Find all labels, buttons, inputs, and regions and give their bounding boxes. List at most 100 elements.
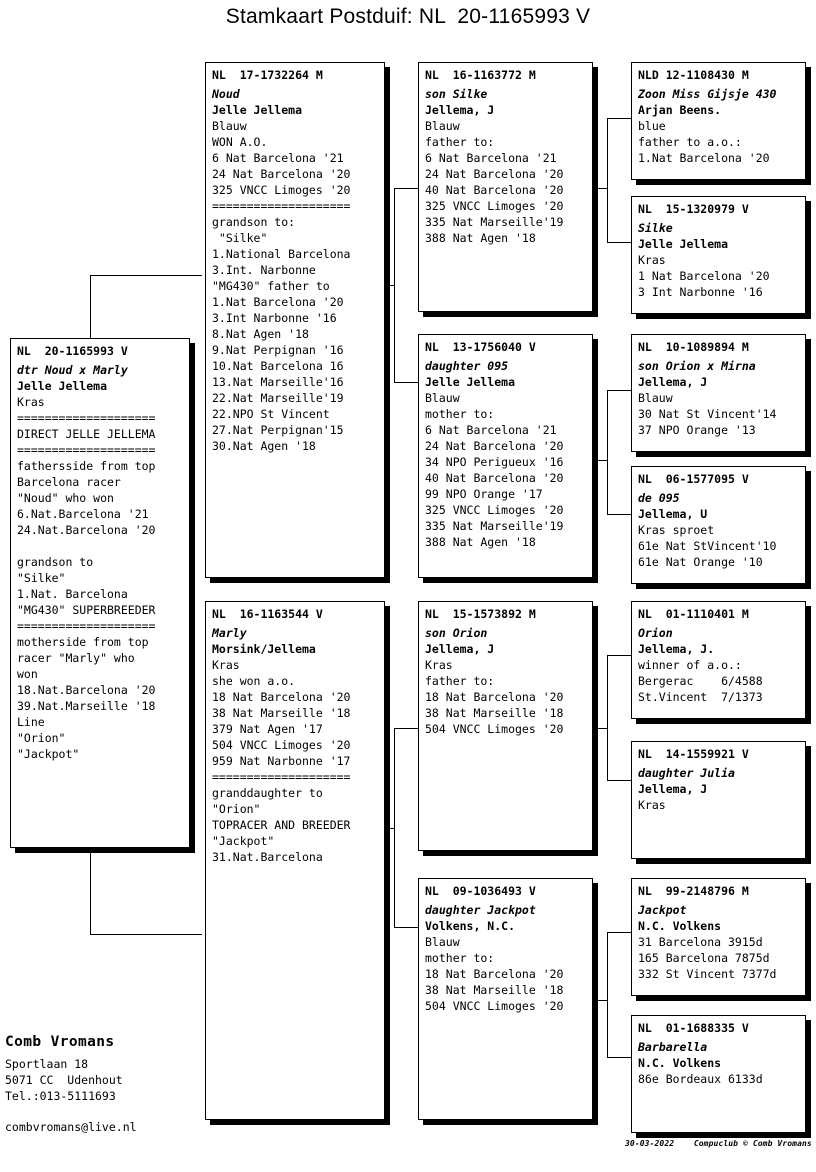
pigeon-details: 31 Barcelona 3915d 165 Barcelona 7875d 3… — [638, 935, 777, 981]
pigeon-details: Blauw mother to: 6 Nat Barcelona '21 24 … — [425, 391, 564, 549]
pigeon-nickname: daughter Julia — [638, 766, 735, 780]
ring-number: NL 14-1559921 V — [638, 747, 749, 761]
pigeon-owner: Jelle Jellema — [425, 375, 516, 389]
pigeon-owner: Jellema, J — [425, 103, 495, 117]
pigeon-details: Kras father to: 18 Nat Barcelona '20 38 … — [425, 658, 564, 736]
address-block: Comb Vromans Sportlaan 18 5071 CC Udenho… — [5, 1032, 245, 1135]
connector-g3d-vertical — [607, 932, 609, 1058]
connector-g3d-to-g4h — [607, 1057, 631, 1059]
pigeon-nickname: daughter 095 — [425, 359, 509, 373]
pedigree-box-gen4-5[interactable]: NL 01-1110401 M Orion Jellema, J. winner… — [631, 601, 806, 719]
pedigree-box-gen3-3[interactable]: NL 15-1573892 M son Orion Jellema, J Kra… — [418, 601, 593, 851]
connector-g3c-vertical — [607, 655, 609, 781]
connector-marly-stub — [378, 828, 395, 830]
connector-g3c-stub — [590, 728, 608, 730]
ring-number: NL 10-1089894 M — [638, 340, 749, 354]
pedigree-box-gen4-8[interactable]: NL 01-1688335 V Barbarella N.C. Volkens … — [631, 1015, 806, 1133]
address-city: 5071 CC Udenhout — [5, 1073, 123, 1087]
connector-noud-to-g3a — [394, 188, 418, 190]
copyright-footer: 30-03-2022 Compuclub © Comb Vromans — [625, 1139, 812, 1148]
connector-g3b-stub — [590, 460, 608, 462]
connector-marly-to-g3d — [394, 927, 418, 929]
pigeon-nickname: daughter Jackpot — [425, 903, 536, 917]
pigeon-owner: Jellema, U — [638, 507, 708, 521]
connector-g3b-to-g4d — [607, 514, 631, 516]
ring-number: NL 06-1577095 V — [638, 472, 749, 486]
pigeon-details: Kras — [638, 798, 666, 812]
pigeon-details: Blauw father to: 6 Nat Barcelona '21 24 … — [425, 119, 564, 245]
pigeon-nickname: son Orion — [425, 626, 488, 640]
pedigree-box-gen3-4[interactable]: NL 09-1036493 V daughter Jackpot Volkens… — [418, 878, 593, 1120]
ring-number: NL 99-2148796 M — [638, 884, 749, 898]
ring-number: NL 01-1110401 M — [638, 607, 749, 621]
ring-number: NL 20-1165993 V — [17, 344, 128, 358]
address-email[interactable]: combvromans@live.nl — [5, 1120, 137, 1134]
pedigree-box-gen2-mother[interactable]: NL 16-1163544 V Marly Morsink/Jellema Kr… — [205, 601, 385, 1120]
pedigree-box-gen4-2[interactable]: NL 15-1320979 V Silke Jelle Jellema Kras… — [631, 196, 806, 314]
connector-g3a-to-g4a — [607, 118, 631, 120]
pigeon-nickname: Barbarella — [638, 1040, 708, 1054]
connector-g3a-vertical — [607, 118, 609, 243]
pigeon-nickname: Noud — [212, 87, 240, 101]
ring-number: NLD 12-1108430 M — [638, 68, 749, 82]
pigeon-owner: N.C. Volkens — [638, 1056, 722, 1070]
pedigree-box-gen3-2[interactable]: NL 13-1756040 V daughter 095 Jelle Jelle… — [418, 334, 593, 578]
pigeon-owner: Jelle Jellema — [638, 237, 729, 251]
connector-subject-gen2-bottom — [90, 934, 202, 936]
pigeon-nickname: Orion — [638, 626, 673, 640]
pedigree-box-gen3-1[interactable]: NL 16-1163772 M son Silke Jellema, J Bla… — [418, 62, 593, 312]
pedigree-box-gen4-1[interactable]: NLD 12-1108430 M Zoon Miss Gijsje 430 Ar… — [631, 62, 806, 180]
connector-marly-to-g3c — [394, 728, 418, 730]
ring-number: NL 16-1163544 V — [212, 607, 323, 621]
connector-g3c-to-g4e — [607, 655, 631, 657]
pigeon-details: Blauw WON A.O. 6 Nat Barcelona '21 24 Na… — [212, 119, 351, 453]
pedigree-box-gen4-4[interactable]: NL 06-1577095 V de 095 Jellema, U Kras s… — [631, 466, 806, 584]
pedigree-box-subject[interactable]: NL 20-1165993 V dtr Noud x Marly Jelle J… — [10, 338, 190, 848]
pigeon-details: blue father to a.o.: 1.Nat Barcelona '20 — [638, 119, 770, 165]
pigeon-details: Blauw mother to: 18 Nat Barcelona '20 38… — [425, 935, 564, 1013]
ring-number: NL 17-1732264 M — [212, 68, 323, 82]
pigeon-nickname: son Orion x Mirna — [638, 359, 756, 373]
pigeon-details: winner of a.o.: Bergerac 6/4588 St.Vince… — [638, 658, 763, 704]
pedigree-box-gen4-6[interactable]: NL 14-1559921 V daughter Julia Jellema, … — [631, 741, 806, 859]
pigeon-nickname: Silke — [638, 221, 673, 235]
connector-noud-stub — [378, 285, 395, 287]
pigeon-owner: Jellema, J — [638, 375, 708, 389]
pigeon-nickname: dtr Noud x Marly — [17, 363, 128, 377]
ring-number: NL 15-1573892 M — [425, 607, 536, 621]
connector-g3b-to-g4c — [607, 390, 631, 392]
pedigree-box-gen4-7[interactable]: NL 99-2148796 M Jackpot N.C. Volkens 31 … — [631, 878, 806, 996]
pigeon-nickname: de 095 — [638, 491, 680, 505]
ring-number: NL 16-1163772 M — [425, 68, 536, 82]
pigeon-details: Kras she won a.o. 18 Nat Barcelona '20 3… — [212, 658, 351, 864]
pigeon-owner: Jellema, J — [638, 782, 708, 796]
page-title: Stamkaart Postduif: NL 20-1165993 V — [225, 5, 591, 28]
connector-g3d-to-g4g — [607, 932, 631, 934]
pigeon-nickname: Jackpot — [638, 903, 687, 917]
pigeon-owner: Volkens, N.C. — [425, 919, 516, 933]
connector-subject-gen2-top — [90, 275, 202, 277]
pigeon-nickname: son Silke — [425, 87, 488, 101]
connector-g3b-vertical — [607, 390, 609, 515]
address-phone: Tel.:013-5111693 — [5, 1089, 116, 1103]
pigeon-owner: Arjan Beens. — [638, 103, 722, 117]
ring-number: NL 09-1036493 V — [425, 884, 536, 898]
pigeon-nickname: Zoon Miss Gijsje 430 — [638, 87, 777, 101]
connector-g3a-to-g4b — [607, 242, 631, 244]
ring-number: NL 13-1756040 V — [425, 340, 536, 354]
pigeon-nickname: Marly — [212, 626, 247, 640]
connector-g3c-to-g4f — [607, 780, 631, 782]
connector-g3d-stub — [590, 1000, 608, 1002]
pigeon-details: Kras 1 Nat Barcelona '20 3 Int Narbonne … — [638, 253, 770, 299]
pigeon-owner: Jelle Jellema — [212, 103, 303, 117]
pigeon-details: 86e Bordeaux 6133d — [638, 1072, 763, 1086]
pigeon-owner: Jellema, J — [425, 642, 495, 656]
pedigree-box-gen4-3[interactable]: NL 10-1089894 M son Orion x Mirna Jellem… — [631, 334, 806, 452]
pigeon-owner: Jelle Jellema — [17, 379, 108, 393]
pigeon-details: Blauw 30 Nat St Vincent'14 37 NPO Orange… — [638, 391, 777, 437]
pigeon-owner: Jellema, J. — [638, 642, 715, 656]
pedigree-box-gen2-father[interactable]: NL 17-1732264 M Noud Jelle Jellema Blauw… — [205, 62, 385, 578]
address-street: Sportlaan 18 — [5, 1057, 89, 1071]
ring-number: NL 15-1320979 V — [638, 202, 749, 216]
breeder-name: Comb Vromans — [5, 1034, 115, 1050]
